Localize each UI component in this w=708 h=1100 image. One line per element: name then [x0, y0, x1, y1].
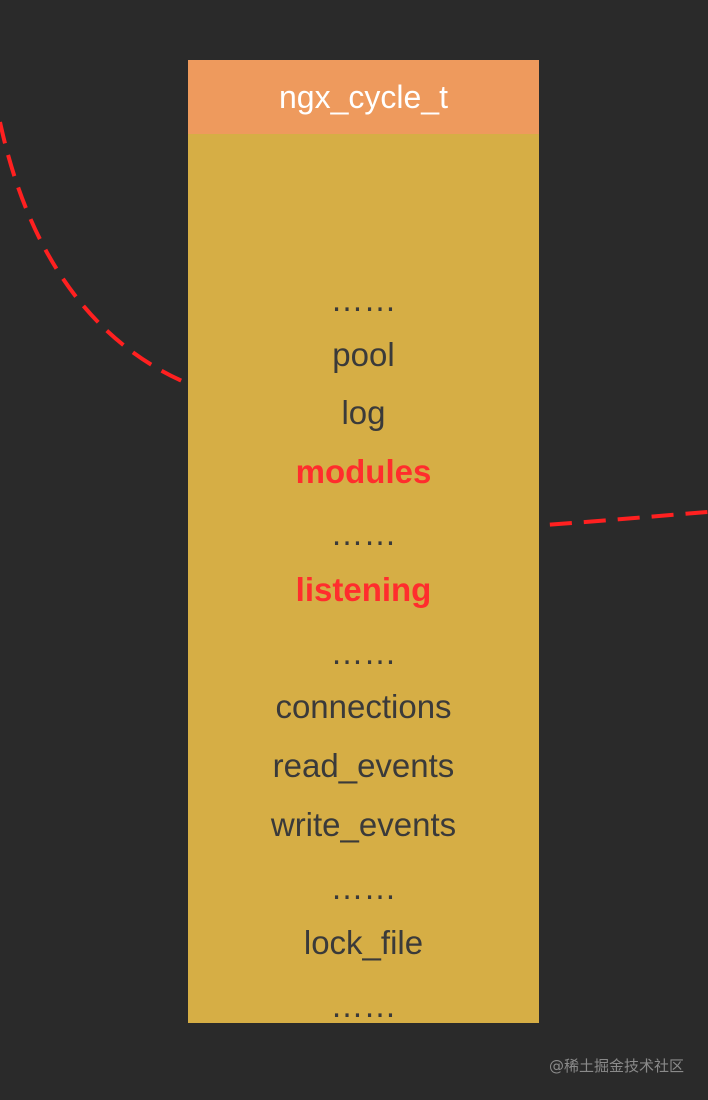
- field-pool: pool: [332, 336, 395, 373]
- field-modules: modules: [295, 453, 432, 490]
- modules-connector-line: [0, 121, 283, 407]
- watermark: @稀土掘金技术社区: [548, 1057, 684, 1075]
- field-lock-file: lock_file: [303, 924, 424, 961]
- field-listening: listening: [295, 571, 432, 608]
- field-ellipsis: ……: [330, 515, 397, 552]
- field-write-events: write_events: [270, 806, 457, 843]
- field-read-events: read_events: [272, 747, 455, 784]
- field-log: log: [341, 394, 386, 431]
- field-ellipsis: ……: [330, 634, 397, 671]
- field-ellipsis: ……: [330, 869, 397, 906]
- ngx-cycle-t-struct: ngx_cycle_t …… pool log modules …… liste…: [188, 60, 539, 1024]
- field-ellipsis: ……: [330, 281, 397, 318]
- field-connections: connections: [275, 688, 452, 725]
- field-ellipsis: ……: [330, 987, 397, 1024]
- struct-title: ngx_cycle_t: [188, 60, 539, 134]
